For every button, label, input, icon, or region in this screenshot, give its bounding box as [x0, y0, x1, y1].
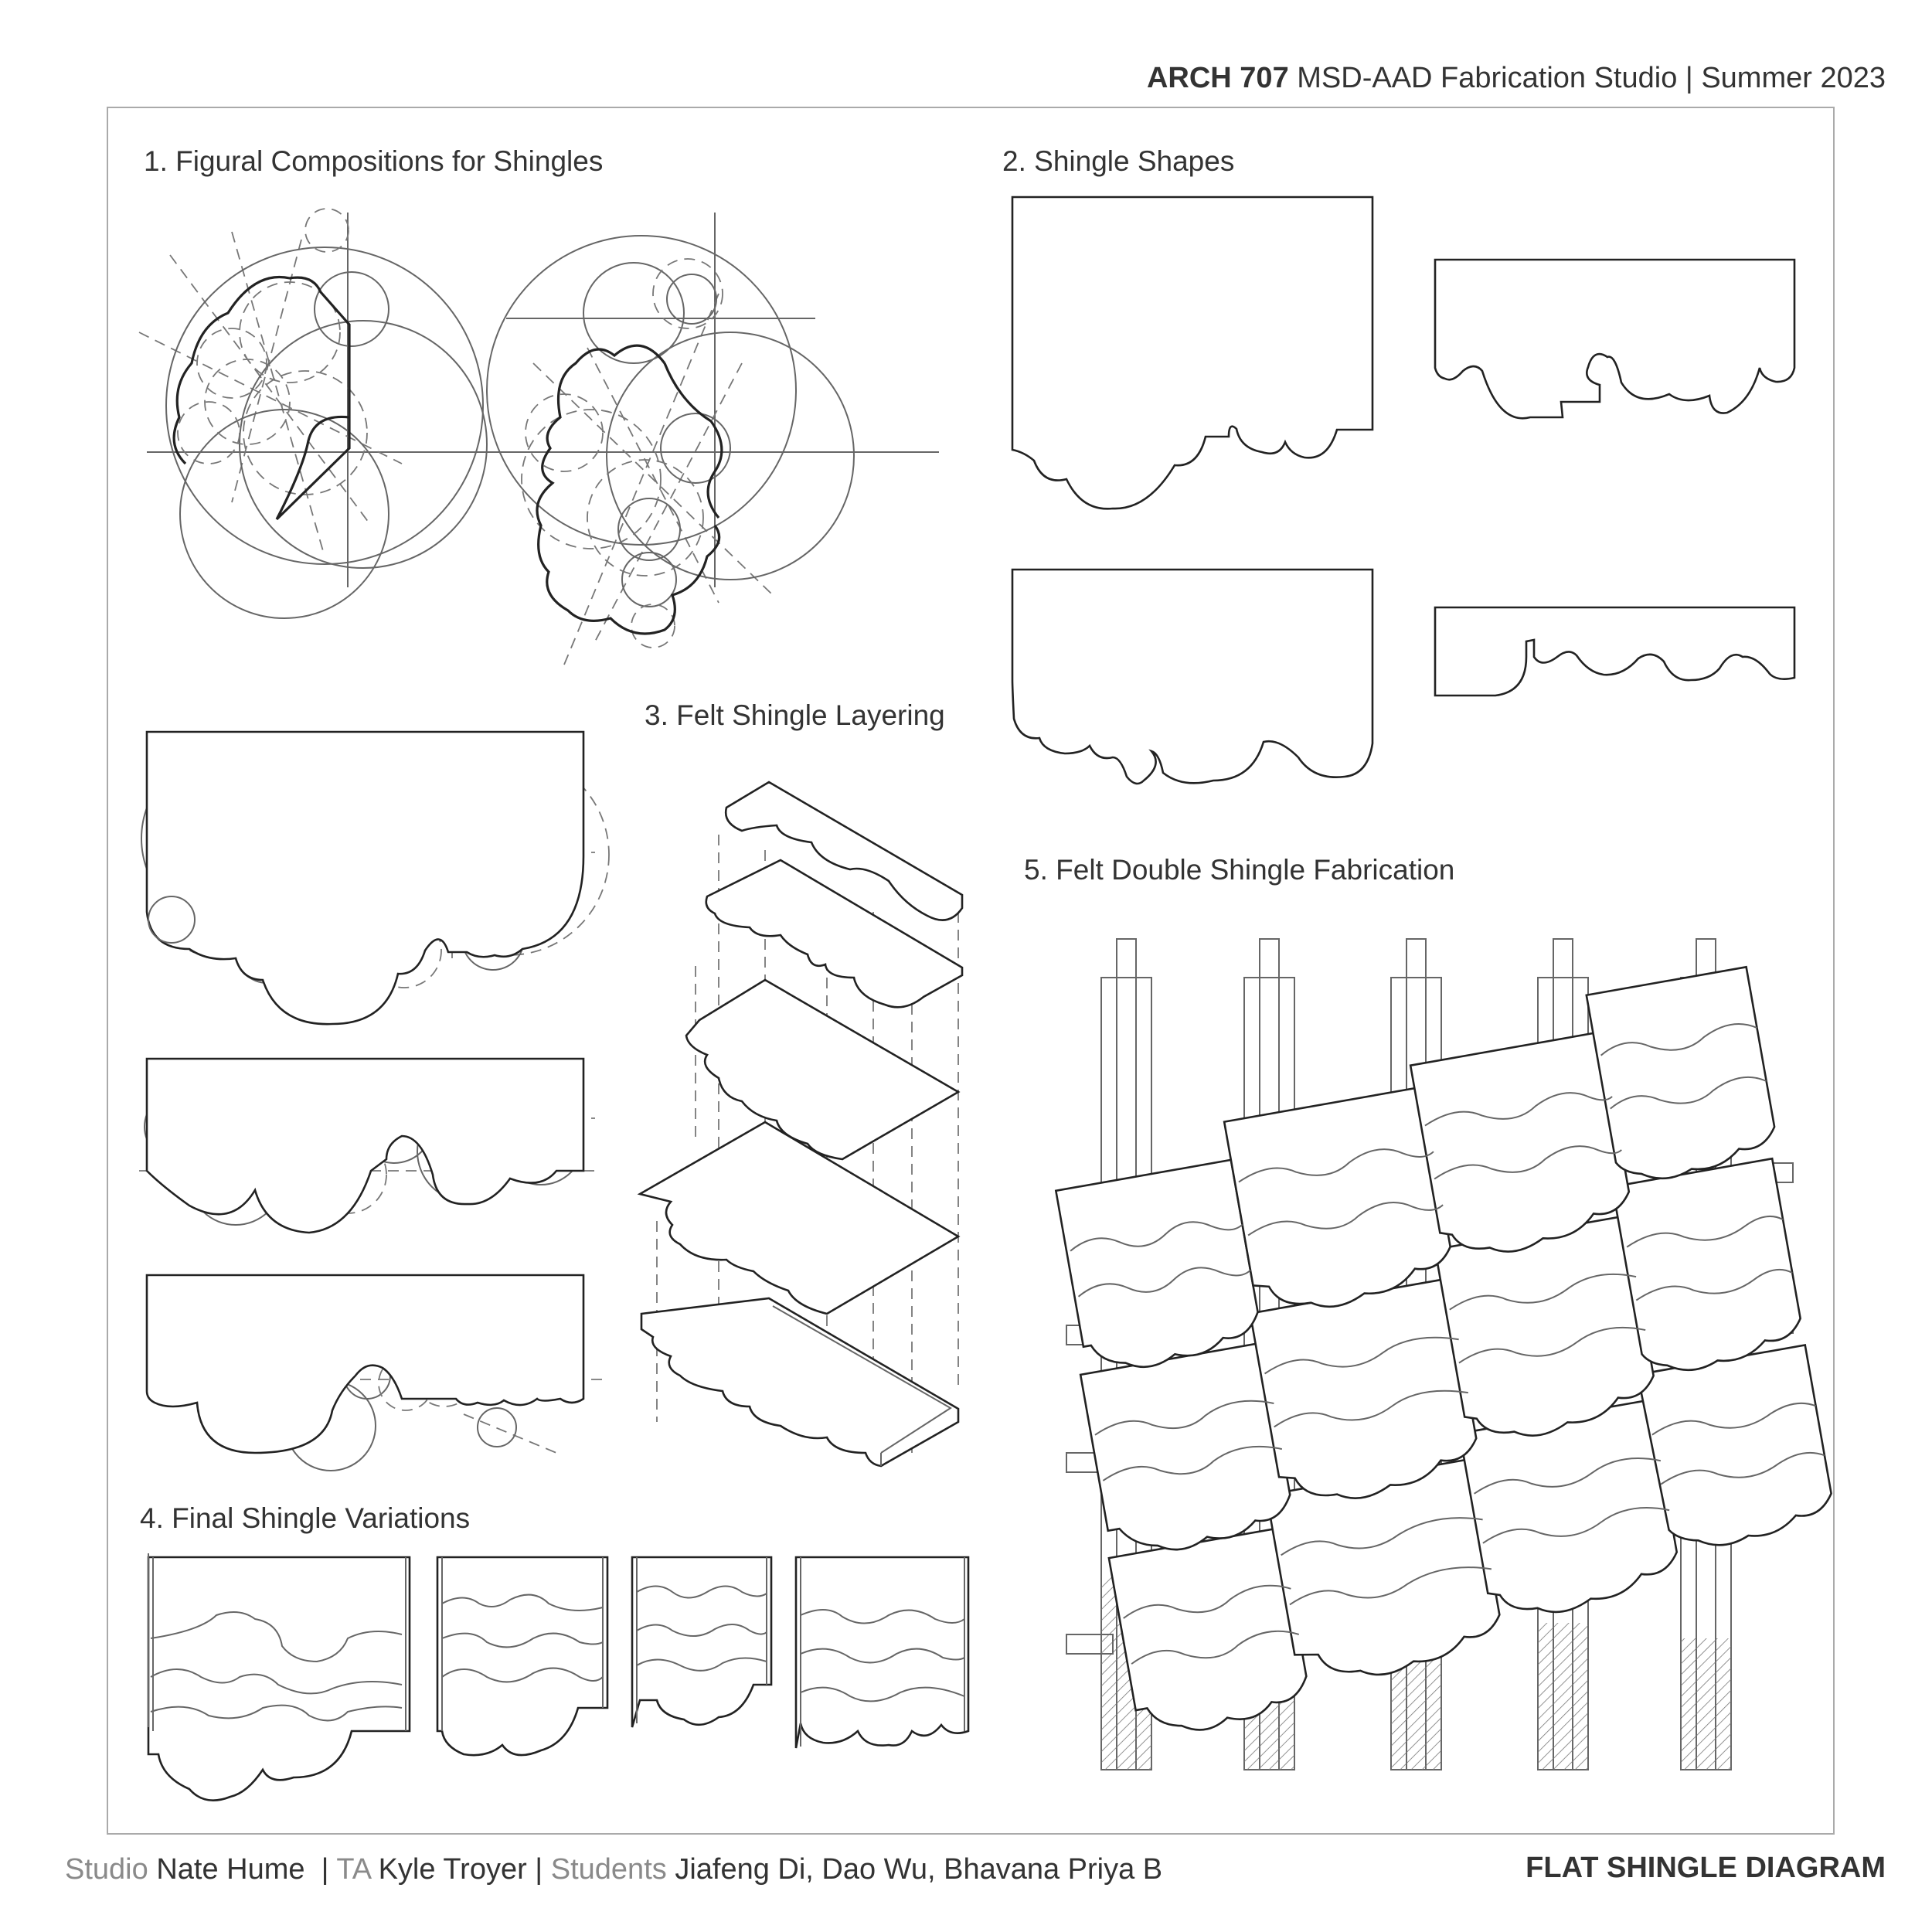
final-variation-4	[794, 1556, 970, 1749]
final-variation-2	[436, 1556, 609, 1757]
shingle-shape-c	[1011, 568, 1374, 785]
course-code: ARCH 707	[1146, 62, 1289, 94]
sheet-header: ARCH 707 MSD-AAD Fabrication Studio | Su…	[1147, 62, 1886, 95]
fab-scallop-details	[1070, 1022, 1825, 1665]
figural-composition-right	[486, 213, 939, 665]
shingle-shape-d	[1434, 606, 1796, 697]
section-title-variations: 4. Final Shingle Variations	[140, 1502, 471, 1534]
fab-shingle-row-2	[1079, 1157, 1802, 1551]
shingle-shape-b	[1434, 258, 1796, 420]
ta-label: TA	[336, 1853, 371, 1886]
composition-elevation-3	[145, 1274, 603, 1471]
separator: |	[304, 1853, 337, 1886]
fab-shingle-row-3	[1107, 1344, 1832, 1731]
layering-axonometric	[637, 781, 964, 1468]
section-title-layering: 3. Felt Shingle Layering	[645, 699, 945, 731]
final-variation-3	[631, 1556, 773, 1728]
figural-composition-left	[138, 208, 939, 619]
ta-name: Kyle Troyer	[378, 1853, 527, 1886]
section-title-figural: 1. Figural Compositions for Shingles	[144, 145, 604, 177]
fabrication-assembly	[1054, 938, 1832, 1770]
shingle-shape-a	[1011, 196, 1374, 510]
sheet-title: FLAT SHINGLE DIAGRAM	[1526, 1852, 1886, 1884]
studio-name: Nate Hume	[156, 1853, 305, 1886]
course-description: MSD-AAD Fabrication Studio | Summer 2023	[1288, 62, 1886, 94]
composition-elevation-1	[141, 730, 610, 1026]
separator: |	[526, 1853, 551, 1886]
section-title-fabrication: 5. Felt Double Shingle Fabrication	[1024, 854, 1455, 886]
studio-label: Studio	[65, 1853, 148, 1886]
final-variation-1	[147, 1553, 411, 1801]
credits: Studio Nate Hume | TA Kyle Troyer | Stud…	[65, 1853, 1162, 1886]
fab-shingle-row-1	[1054, 965, 1776, 1369]
composition-elevation-2	[139, 1057, 595, 1234]
drawing-frame	[107, 107, 1835, 1835]
students-label: Students	[550, 1853, 667, 1886]
students-names: Jiafeng Di, Dao Wu, Bhavana Priya B	[675, 1853, 1163, 1886]
section-title-shapes: 2. Shingle Shapes	[1002, 145, 1235, 177]
